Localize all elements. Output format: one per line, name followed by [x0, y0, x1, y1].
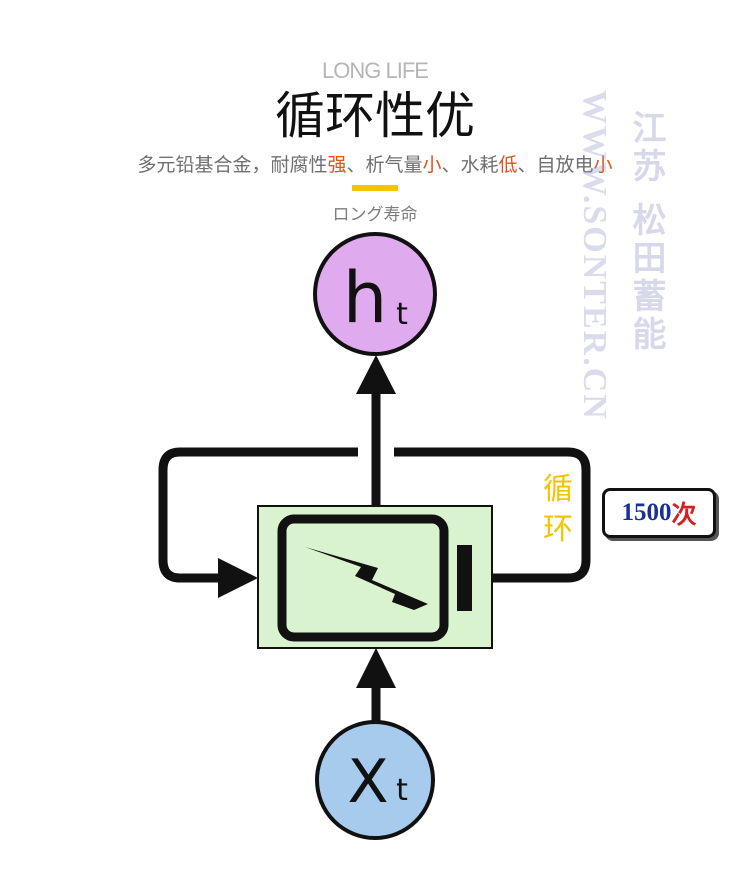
output-node-sub: t [396, 297, 408, 332]
output-node-ht [313, 232, 437, 356]
long-life-eng-title: LONG LIFE [322, 58, 429, 83]
feedback-loop-line-right [394, 447, 591, 583]
input-node-xt [315, 720, 435, 840]
subtitle-highlight: 强 [327, 154, 347, 176]
battery-cell-box [257, 505, 493, 649]
loop-arrowhead-icon [218, 558, 258, 598]
input-node-main: X [347, 747, 388, 817]
subtitle-part: 多元铅基合金，耐腐性 [137, 154, 328, 176]
watermark-url: WWW.SONTER.CN [576, 90, 613, 421]
japanese-subtitle: ロング寿命 [332, 205, 418, 225]
feature-subtitle: 多元铅基合金，耐腐性强、析气量小、水耗低、自放电小 [60, 150, 690, 177]
loop-label-line2: 环 [543, 512, 573, 547]
battery-icon [277, 514, 472, 642]
subtitle-highlight: 小 [422, 154, 442, 176]
subtitle-part: 、自放电 [517, 154, 594, 176]
input-arrowhead-icon [356, 648, 396, 688]
accent-divider [352, 185, 398, 191]
input-node-sub: t [396, 773, 408, 808]
subtitle-part: 、水耗 [441, 154, 499, 176]
subtitle-highlight: 小 [593, 154, 613, 176]
page-title: 循环性优 [275, 87, 475, 145]
subtitle-highlight: 低 [498, 154, 518, 176]
cycle-unit: 次 [671, 500, 697, 529]
output-node-main: h [343, 257, 387, 339]
loop-label: 循 环 [540, 470, 576, 550]
subtitle-part: 、析气量 [346, 154, 423, 176]
watermark-company: 江苏 松田蓄能 [626, 110, 666, 354]
output-arrowhead-icon [356, 355, 396, 394]
lightning-bolt-icon [305, 547, 428, 610]
cycle-count: 1500 [621, 499, 672, 526]
loop-label-line1: 循 [543, 472, 573, 507]
feedback-loop-line [158, 447, 358, 583]
